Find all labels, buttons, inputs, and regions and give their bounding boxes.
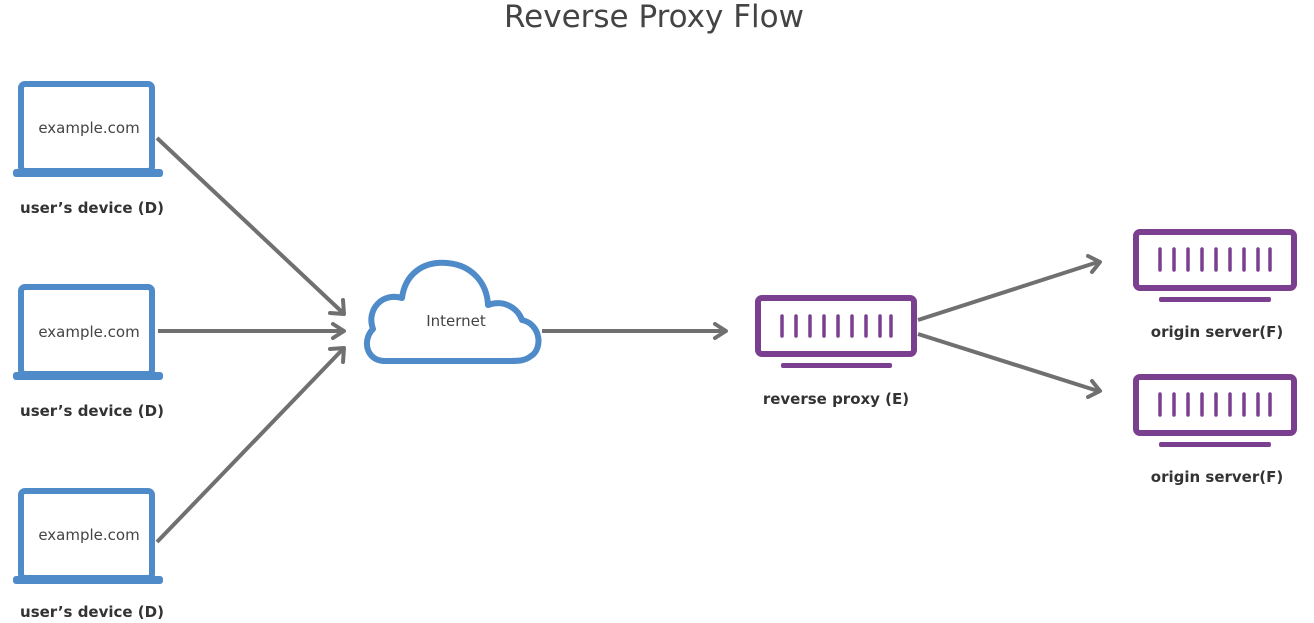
- arrowhead: [1086, 379, 1102, 399]
- arrowhead: [713, 322, 728, 340]
- arrowhead: [1086, 254, 1102, 274]
- origin-server-2: origin server(F): [1133, 374, 1297, 486]
- origin-server-1: origin server(F): [1133, 229, 1297, 341]
- arrow-proxy-to-origin-2: [917, 332, 1099, 393]
- origin-label: origin server(F): [1151, 468, 1283, 486]
- user-device-3: example.com user’s device (D): [13, 488, 164, 621]
- arrow-device-1-to-internet: [155, 136, 344, 314]
- cloud-icon: [363, 259, 542, 364]
- device-label: user’s device (D): [20, 199, 164, 217]
- internet-to-proxy-arrow: [542, 322, 728, 340]
- laptop-icon: [13, 488, 163, 584]
- device-screen-text: example.com: [38, 119, 139, 137]
- proxy-to-origin-arrows: [917, 254, 1102, 399]
- arrow-proxy-to-origin-1: [917, 260, 1099, 322]
- device-label: user’s device (D): [20, 603, 164, 621]
- arrowhead: [328, 298, 346, 316]
- arrowhead: [331, 322, 346, 340]
- diagram-title: Reverse Proxy Flow: [504, 0, 804, 35]
- internet-cloud: Internet: [363, 259, 542, 364]
- user-device-2: example.com user’s device (D): [13, 284, 164, 420]
- device-to-internet-arrows: [155, 136, 346, 544]
- server-icon: [755, 295, 917, 368]
- user-device-1: example.com user’s device (D): [13, 81, 164, 217]
- laptop-icon: [13, 284, 163, 380]
- internet-label: Internet: [426, 312, 486, 330]
- device-label: user’s device (D): [20, 402, 164, 420]
- arrowhead: [328, 346, 346, 364]
- proxy-label: reverse proxy (E): [763, 390, 909, 408]
- device-screen-text: example.com: [38, 323, 139, 341]
- server-icon: [1133, 374, 1297, 447]
- reverse-proxy: reverse proxy (E): [755, 295, 917, 408]
- laptop-icon: [13, 81, 163, 177]
- device-screen-text: example.com: [38, 526, 139, 544]
- arrow-device-3-to-internet: [155, 348, 344, 544]
- origin-label: origin server(F): [1151, 323, 1283, 341]
- server-icon: [1133, 229, 1297, 302]
